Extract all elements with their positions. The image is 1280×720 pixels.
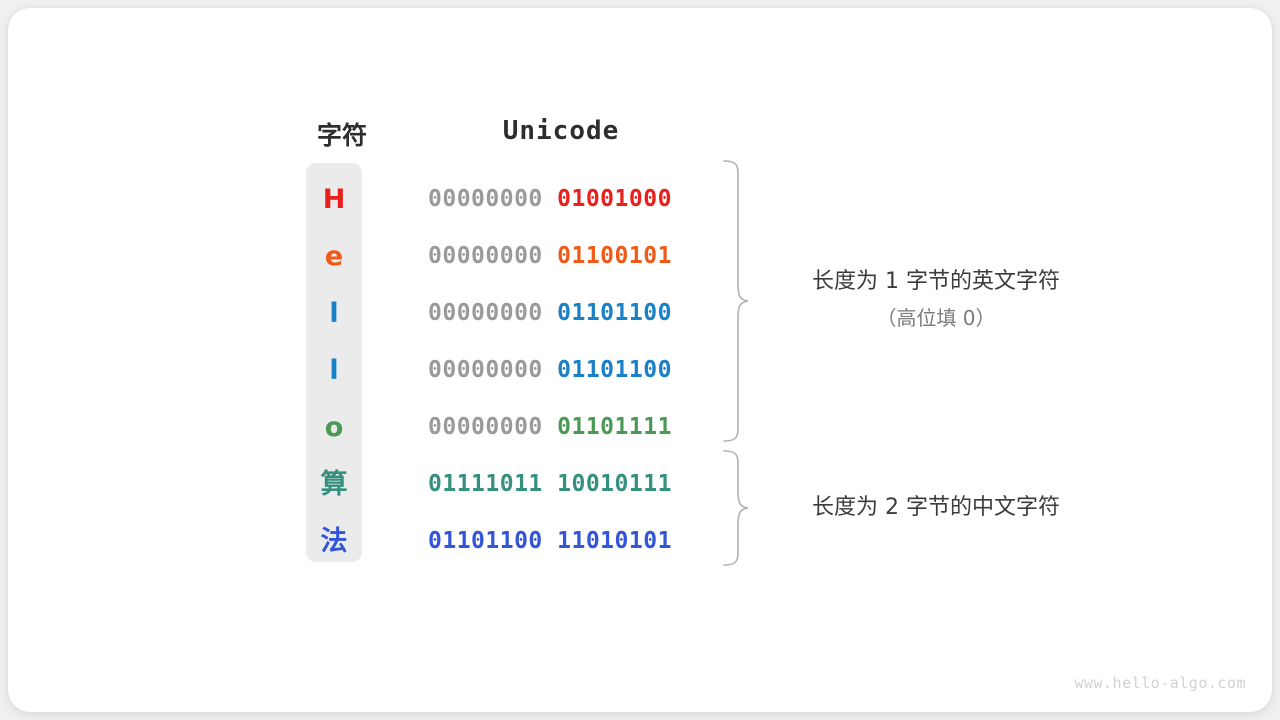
brace-single-byte-icon bbox=[723, 160, 749, 442]
table-row: H 00000000 01001000 bbox=[8, 171, 1272, 228]
column-header-unicode: Unicode bbox=[502, 116, 620, 146]
row-low-byte: 01001000 bbox=[557, 186, 672, 212]
annotation-single-byte: 长度为 1 字节的英文字符 （高位填 0） bbox=[776, 264, 1096, 336]
row-low-byte: 01100101 bbox=[557, 243, 672, 269]
diagram-stage: 字符 Unicode H 00000000 01001000 e 0000000… bbox=[8, 8, 1272, 712]
table-row: 法 01101100 11010101 bbox=[8, 513, 1272, 570]
table-row: l 00000000 01101100 bbox=[8, 285, 1272, 342]
row-low-byte: 11010101 bbox=[557, 528, 672, 554]
annotation-double-byte: 长度为 2 字节的中文字符 bbox=[776, 490, 1096, 526]
row-character: 算 bbox=[320, 469, 348, 500]
row-character: H bbox=[322, 184, 346, 215]
brace-double-byte-icon bbox=[723, 450, 749, 566]
row-character: e bbox=[324, 241, 344, 272]
row-high-byte: 00000000 bbox=[428, 243, 543, 269]
row-unicode-bits: 00000000 01101100 bbox=[428, 285, 694, 342]
row-low-byte: 01101100 bbox=[557, 357, 672, 383]
row-high-byte: 00000000 bbox=[428, 414, 543, 440]
row-low-byte: 01101100 bbox=[557, 300, 672, 326]
row-unicode-bits: 00000000 01001000 bbox=[428, 171, 694, 228]
row-unicode-bits: 00000000 01100101 bbox=[428, 228, 694, 285]
row-high-byte: 00000000 bbox=[428, 300, 543, 326]
annotation-double-byte-line1: 长度为 2 字节的中文字符 bbox=[812, 495, 1060, 520]
row-high-byte: 01111011 bbox=[428, 471, 543, 497]
row-character: 法 bbox=[320, 526, 348, 557]
row-high-byte: 00000000 bbox=[428, 186, 543, 212]
row-unicode-bits: 01111011 10010111 bbox=[428, 456, 694, 513]
character-column-panel bbox=[306, 163, 362, 562]
row-character: o bbox=[324, 412, 344, 443]
annotation-single-byte-line1: 长度为 1 字节的英文字符 bbox=[812, 269, 1060, 294]
annotation-single-byte-line2: （高位填 0） bbox=[876, 306, 996, 330]
row-unicode-bits: 00000000 01101100 bbox=[428, 342, 694, 399]
row-high-byte: 00000000 bbox=[428, 357, 543, 383]
row-character: l bbox=[329, 355, 339, 386]
table-row: o 00000000 01101111 bbox=[8, 399, 1272, 456]
table-row: e 00000000 01100101 bbox=[8, 228, 1272, 285]
column-header-character: 字符 bbox=[316, 122, 367, 150]
row-high-byte: 01101100 bbox=[428, 528, 543, 554]
row-character: l bbox=[329, 298, 339, 329]
row-unicode-bits: 00000000 01101111 bbox=[428, 399, 694, 456]
table-row: 算 01111011 10010111 bbox=[8, 456, 1272, 513]
row-low-byte: 10010111 bbox=[557, 471, 672, 497]
watermark: www.hello-algo.com bbox=[1074, 674, 1246, 692]
figure-card: 字符 Unicode H 00000000 01001000 e 0000000… bbox=[8, 8, 1272, 712]
row-unicode-bits: 01101100 11010101 bbox=[428, 513, 694, 570]
row-low-byte: 01101111 bbox=[557, 414, 672, 440]
table-row: l 00000000 01101100 bbox=[8, 342, 1272, 399]
